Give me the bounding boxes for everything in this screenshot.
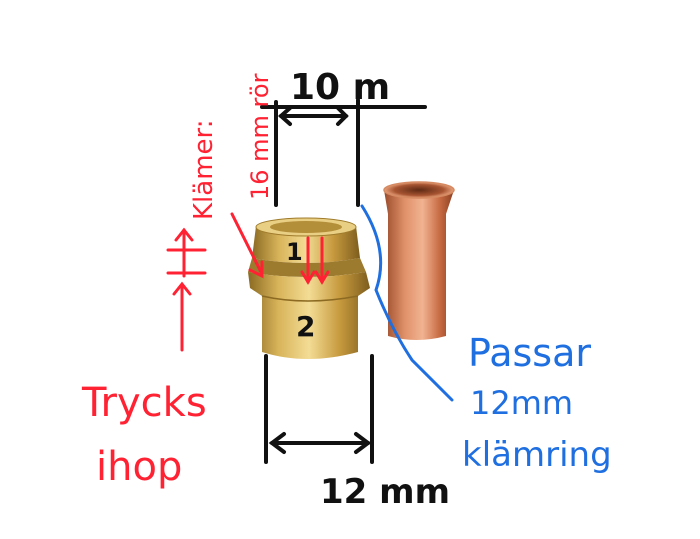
copper-sleeve [383, 181, 455, 340]
black-dimension-lines [260, 98, 427, 464]
red-annotation-strokes [166, 212, 330, 352]
top-dimension-label: 10 m [290, 67, 390, 108]
press-note-line1: Trycks [81, 380, 207, 426]
vertical-note-line1: Klämer: [189, 119, 219, 220]
vertical-note-line2: 16 mm rör [246, 73, 274, 200]
fit-note-line2: 12mm [470, 384, 573, 422]
part-number-1: 1 [286, 238, 303, 266]
part-number-2: 2 [296, 310, 315, 343]
brass-fitting [248, 217, 370, 359]
fit-note-line1: Passar [468, 331, 591, 375]
press-note-line2: ihop [96, 444, 182, 490]
blue-pointer-line [360, 204, 454, 402]
bottom-dimension-label: 12 mm [320, 472, 450, 512]
fit-note-line3: klämring [462, 435, 612, 475]
